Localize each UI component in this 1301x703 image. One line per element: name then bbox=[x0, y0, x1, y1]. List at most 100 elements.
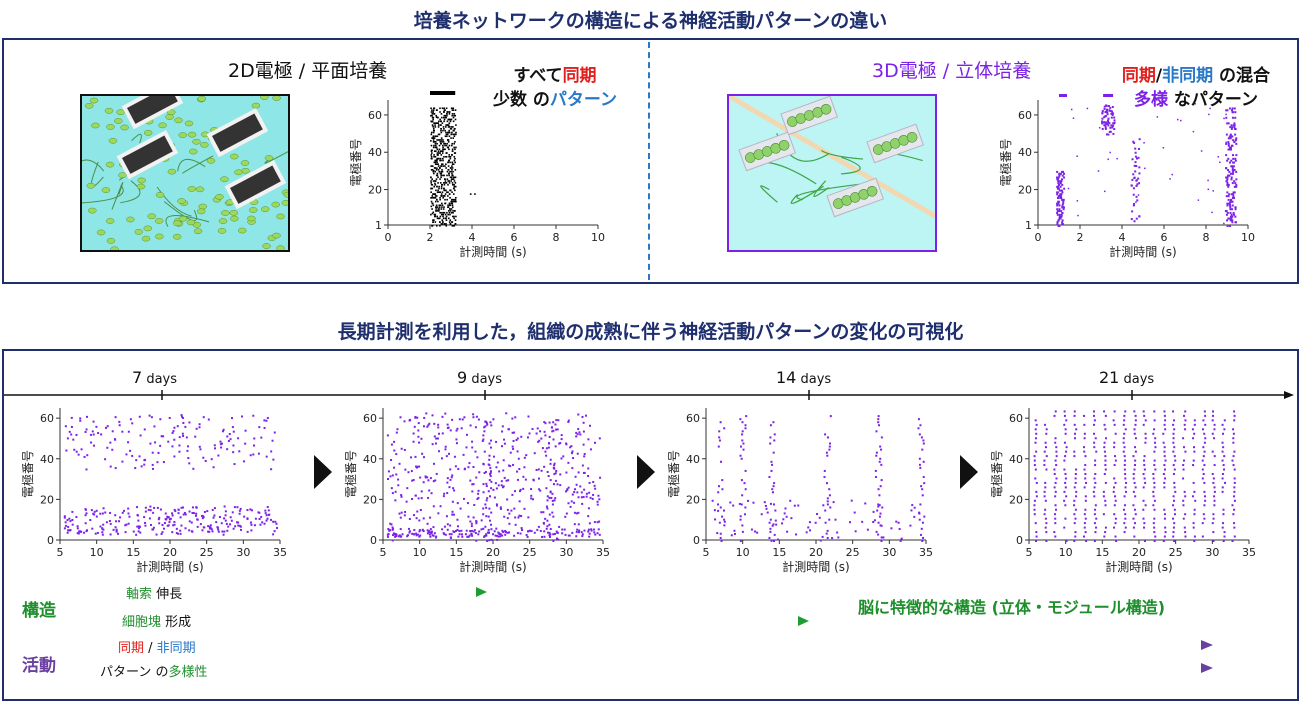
spike-mark bbox=[547, 531, 550, 534]
spike-mark bbox=[1203, 517, 1206, 520]
spike-mark bbox=[1113, 446, 1116, 449]
spike-mark bbox=[1113, 504, 1116, 507]
spike-mark bbox=[478, 530, 481, 533]
spike-mark bbox=[454, 161, 456, 164]
spike-mark bbox=[1065, 450, 1068, 453]
spike-mark bbox=[96, 531, 99, 534]
spike-mark bbox=[477, 492, 480, 495]
spike-mark bbox=[211, 508, 214, 511]
spike-mark bbox=[121, 430, 124, 433]
neurite bbox=[131, 133, 142, 144]
spike-mark bbox=[397, 478, 400, 481]
spike-mark bbox=[443, 206, 445, 208]
spike-mark bbox=[438, 187, 440, 190]
cell bbox=[187, 186, 197, 192]
spike-mark bbox=[546, 507, 549, 510]
spike-mark bbox=[426, 425, 429, 428]
spike-mark bbox=[446, 423, 449, 426]
spike-mark bbox=[1083, 513, 1086, 516]
spike-mark bbox=[1182, 477, 1185, 480]
spike-mark bbox=[431, 149, 433, 152]
spike-mark bbox=[587, 438, 590, 441]
spike-mark bbox=[922, 476, 925, 479]
spike-mark bbox=[719, 532, 722, 535]
cell bbox=[221, 210, 230, 216]
spike-mark bbox=[1225, 180, 1228, 183]
spike-mark bbox=[1103, 423, 1106, 426]
spike-mark bbox=[445, 182, 448, 184]
spike-mark bbox=[1097, 170, 1100, 172]
spike-mark bbox=[1103, 446, 1106, 449]
spike-mark bbox=[1233, 410, 1236, 413]
spike-mark bbox=[469, 520, 472, 523]
spike-mark bbox=[826, 503, 829, 506]
spike-mark bbox=[1094, 472, 1097, 475]
spike-mark bbox=[1203, 490, 1206, 493]
spike-mark bbox=[454, 189, 456, 192]
spike-mark bbox=[406, 534, 409, 537]
spike-mark bbox=[434, 170, 436, 173]
cell bbox=[177, 198, 186, 204]
spike-mark bbox=[439, 198, 441, 201]
spike-mark bbox=[386, 434, 389, 437]
spike-mark bbox=[922, 439, 925, 442]
spike-mark bbox=[1227, 198, 1230, 201]
spike-mark bbox=[483, 472, 486, 475]
spike-mark bbox=[1056, 197, 1059, 200]
electrode-surface bbox=[122, 135, 173, 174]
spike-mark bbox=[1092, 414, 1095, 417]
cell bbox=[193, 228, 203, 235]
spike-mark bbox=[111, 430, 114, 433]
spike-mark bbox=[115, 520, 118, 523]
spike-mark bbox=[548, 534, 551, 537]
cell bbox=[167, 168, 177, 175]
spike-mark bbox=[1043, 495, 1046, 498]
spike-mark bbox=[124, 524, 127, 527]
spike-mark bbox=[106, 446, 109, 449]
spike-mark bbox=[516, 450, 519, 453]
spike-mark bbox=[1104, 464, 1107, 467]
spike-mark bbox=[443, 114, 446, 117]
spike-mark bbox=[807, 526, 810, 529]
spike-mark bbox=[106, 425, 109, 428]
spike-mark bbox=[1231, 172, 1234, 175]
activity-item-sync: 同期 / 非同期 bbox=[118, 641, 196, 656]
spike-mark bbox=[877, 503, 880, 506]
spike-mark bbox=[1142, 499, 1145, 502]
spike-mark bbox=[446, 198, 448, 201]
spike-mark bbox=[1098, 127, 1101, 129]
spike-mark bbox=[434, 163, 437, 166]
spike-mark bbox=[71, 518, 74, 521]
spike-mark bbox=[1143, 468, 1146, 471]
spike-mark bbox=[233, 463, 236, 466]
spike-mark bbox=[490, 424, 493, 427]
spike-mark bbox=[431, 202, 434, 205]
spike-mark bbox=[514, 516, 517, 519]
spike-mark bbox=[86, 415, 89, 418]
spike-mark bbox=[496, 534, 499, 537]
spike-mark bbox=[437, 423, 440, 426]
spike-mark bbox=[535, 432, 538, 435]
spike-mark bbox=[75, 450, 78, 453]
spike-mark bbox=[180, 414, 183, 417]
spike-mark bbox=[1164, 428, 1167, 431]
spike-mark bbox=[1093, 441, 1096, 444]
spike-mark bbox=[745, 415, 748, 418]
spike-mark bbox=[1142, 410, 1145, 413]
spike-mark bbox=[109, 533, 112, 536]
spike-mark bbox=[513, 534, 516, 537]
spike-mark bbox=[582, 443, 585, 446]
timeline-axis bbox=[4, 390, 1294, 400]
spike-mark bbox=[1233, 450, 1236, 453]
spike-mark bbox=[390, 487, 393, 490]
spike-mark bbox=[440, 131, 443, 134]
spike-mark bbox=[404, 468, 407, 471]
spike-mark bbox=[191, 506, 194, 509]
spike-mark bbox=[115, 530, 118, 533]
spike-mark bbox=[102, 523, 105, 526]
spike-mark bbox=[739, 515, 742, 518]
spike-mark bbox=[443, 155, 445, 158]
spike-mark bbox=[454, 152, 457, 154]
spike-mark bbox=[1163, 455, 1166, 458]
spike-mark bbox=[160, 532, 163, 535]
